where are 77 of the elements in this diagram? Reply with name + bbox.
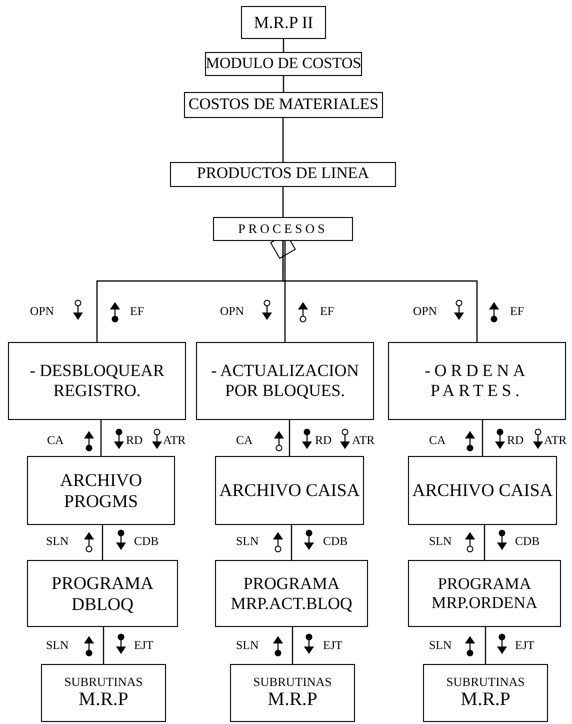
- connector-line: [484, 627, 486, 664]
- connector-line: [282, 241, 478, 342]
- couple-label: RD: [126, 434, 143, 446]
- couple-label: RD: [315, 434, 332, 446]
- connector-line: [100, 420, 102, 456]
- process-box: [8, 342, 186, 420]
- couple-label: EJT: [515, 639, 534, 651]
- connector-line: [284, 241, 286, 342]
- box-text: ARCHIVO CAISA: [218, 480, 361, 501]
- process-box: [213, 217, 353, 241]
- file-box: [408, 456, 557, 525]
- connector-line: [288, 420, 290, 456]
- connector-line: [282, 118, 284, 162]
- box-text: - DESBLOQUEAR REGISTRO.: [28, 361, 166, 401]
- couple-label: SLN: [429, 535, 452, 547]
- connector-line: [102, 525, 104, 560]
- couple-label: SLN: [46, 535, 69, 547]
- couple-label: RD: [507, 434, 524, 446]
- box-text: ARCHIVO CAISA: [411, 480, 554, 501]
- box-text: M.R.P: [78, 689, 130, 712]
- couple-label: EJT: [134, 639, 154, 651]
- couple-label: EF: [510, 305, 524, 317]
- process-box: [196, 342, 374, 420]
- couple-label: OPN: [413, 305, 438, 317]
- box-text: PROGRAMA DBLOQ: [50, 572, 155, 614]
- couple-label: OPN: [30, 305, 54, 317]
- connector-line: [482, 420, 484, 456]
- file-box: [27, 456, 175, 525]
- couple-label: ATR: [544, 434, 567, 446]
- file-box: [215, 456, 364, 525]
- subroutine-box: [423, 664, 548, 722]
- connector-line: [484, 525, 486, 560]
- couple-label: OPN: [220, 305, 244, 317]
- couple-label: CDB: [134, 535, 159, 547]
- box-text: PROGRAMA MRP.ACT.BLOQ: [230, 574, 354, 614]
- box-text: M.R.P II: [252, 12, 314, 32]
- couple-label: CDB: [323, 535, 348, 547]
- connector-line: [292, 627, 294, 664]
- box-text: M.R.P: [460, 689, 512, 712]
- couple-label: SLN: [236, 639, 259, 651]
- box-text: MODULO DE COSTOS: [204, 55, 362, 73]
- box-text: M.R.P: [266, 689, 318, 712]
- box-text: PROGRAMA MRP.ORDENA: [430, 574, 538, 612]
- module-box: [241, 6, 326, 39]
- box-text: - ACTUALIZACION POR BLOQUES.: [210, 361, 360, 401]
- box-text: SUBRUTINAS: [445, 674, 526, 690]
- module-box: [170, 162, 396, 187]
- couple-label: ATR: [163, 434, 186, 446]
- couple-label: EF: [130, 305, 144, 317]
- couple-label: CA: [236, 434, 253, 446]
- couple-label: SLN: [429, 639, 452, 651]
- couple-label: SLN: [46, 639, 69, 651]
- process-box: [388, 342, 566, 420]
- connector-line: [282, 39, 284, 52]
- subroutine-box: [41, 664, 166, 722]
- subroutine-box: [230, 664, 355, 722]
- box-text: SUBRUTINAS: [63, 674, 144, 690]
- box-text: PROCESOS: [237, 222, 329, 236]
- program-box: [408, 560, 561, 627]
- program-box: [27, 560, 178, 627]
- program-box: [215, 560, 368, 627]
- couple-label: EF: [320, 305, 334, 317]
- box-text: SUBRUTINAS: [252, 674, 333, 690]
- couple-label: CA: [47, 434, 64, 446]
- box-text: PRODUCTOS DE LINEA: [196, 165, 370, 184]
- couple-label: CA: [429, 434, 446, 446]
- connector-line: [282, 76, 284, 92]
- couple-label: CDB: [515, 535, 540, 547]
- couple-label: SLN: [236, 535, 259, 547]
- box-text: ARCHIVO PROGMS: [58, 470, 143, 512]
- box-text: -ORDENA PARTES.: [424, 361, 530, 401]
- couple-label: ATR: [352, 434, 375, 446]
- box-text: COSTOS DE MATERIALES: [188, 96, 380, 114]
- connector-line: [290, 525, 292, 560]
- connector-line: [282, 187, 284, 217]
- couple-label: EJT: [323, 639, 342, 651]
- connector-line: [102, 627, 104, 664]
